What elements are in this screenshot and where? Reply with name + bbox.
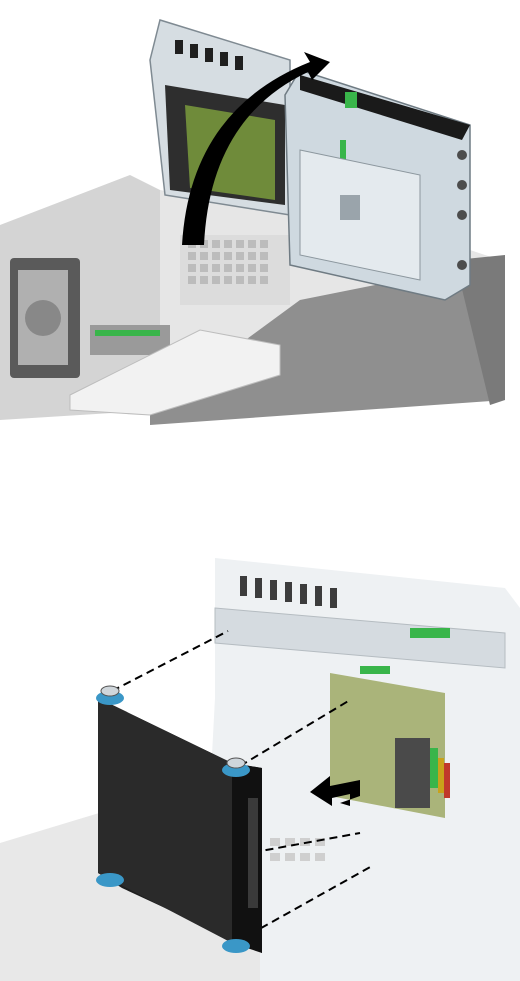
green-latch-top: [345, 92, 357, 108]
drive-connector: [395, 738, 430, 808]
power-cable-red: [444, 763, 450, 798]
power-cable-yellow: [438, 758, 444, 793]
screw-bottom-left-icon: [96, 873, 124, 887]
screw-bottom-right-icon: [222, 939, 250, 953]
chassis-illustration-bottom: [0, 548, 520, 981]
fan-hub: [25, 300, 61, 336]
vent-grill: [180, 235, 290, 305]
figure-rotate-drive-cage: [0, 0, 520, 430]
green-slot: [95, 330, 160, 336]
green-latch-mid: [360, 666, 390, 674]
cage-handle: [340, 195, 360, 220]
green-latch-top: [410, 628, 450, 638]
chassis-illustration-top: [0, 0, 520, 430]
sata-cable-green: [430, 748, 438, 788]
figure-install-drive: [0, 548, 520, 981]
screw-top-left-icon: [96, 686, 124, 705]
drive-connector-edge: [248, 798, 258, 908]
